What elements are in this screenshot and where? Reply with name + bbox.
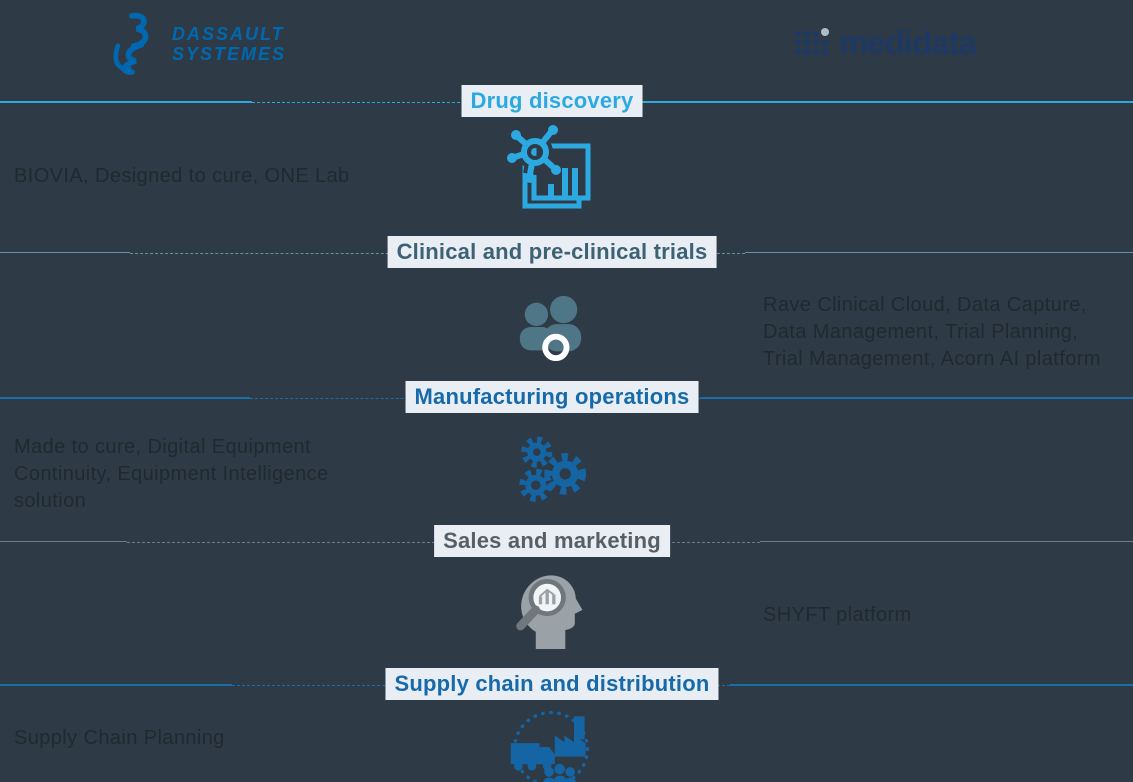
head-magnifier-icon xyxy=(511,566,591,650)
stage-label-clinical: Clinical and pre-clinical trials xyxy=(387,236,717,268)
dassault-products-manufacturing: Made to cure, Digital Equipment Continui… xyxy=(14,436,329,512)
stage-label-manufacturing: Manufacturing operations xyxy=(405,381,699,413)
dassault-products-supply-chain: Supply Chain Planning xyxy=(14,727,225,749)
stage-label-drug-discovery: Drug discovery xyxy=(461,85,643,117)
dassault-products-drug-discovery: BIOVIA, Designed to cure, ONE Lab xyxy=(14,165,350,187)
dassault-logo-line1: DASSAULT xyxy=(172,24,285,44)
medidata-products-sales: SHYFT platform xyxy=(763,604,912,626)
stage-label-supply-chain: Supply chain and distribution xyxy=(385,668,719,700)
dassault-logo-line2: SYSTEMES xyxy=(172,44,287,64)
dassault-logo-text: DASSAULT SYSTEMES xyxy=(172,24,286,64)
dassault-systemes-logo: DASSAULT SYSTEMES xyxy=(100,12,286,76)
stage-label-sales: Sales and marketing xyxy=(434,525,670,557)
medidata-products-clinical: Rave Clinical Cloud, Data Capture, Data … xyxy=(763,294,1101,370)
molecule-chart-icon xyxy=(505,122,597,214)
medidata-logo: medidata xyxy=(795,24,977,62)
people-icon xyxy=(512,291,590,363)
medidata-dots-icon xyxy=(795,28,829,55)
dassault-3ds-swoosh-icon xyxy=(113,12,149,76)
gears-icon xyxy=(513,436,589,508)
medidata-logo-text: medidata xyxy=(839,24,977,61)
supply-chain-icon xyxy=(505,701,597,782)
